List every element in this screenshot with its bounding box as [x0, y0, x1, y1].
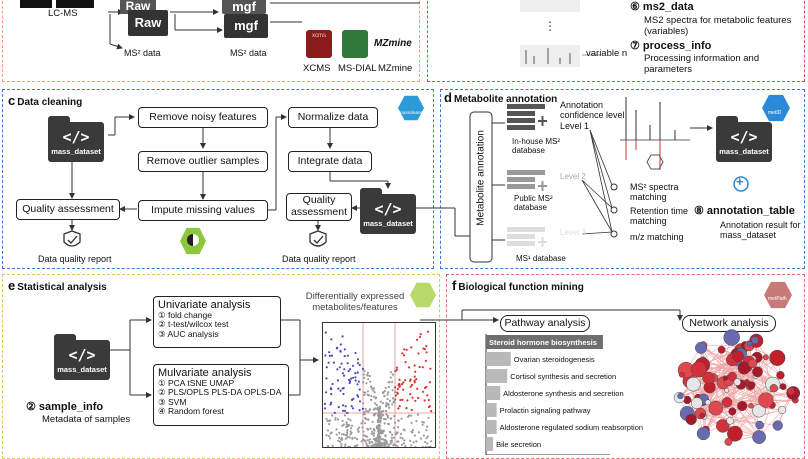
network-node: [686, 377, 700, 391]
network-node: [751, 337, 758, 344]
network-node: [725, 388, 729, 392]
network-node: [780, 384, 786, 390]
network-node: [725, 438, 732, 445]
network-node: [777, 371, 785, 379]
network-node: [773, 421, 783, 431]
network-node: [748, 382, 755, 389]
network-node: [737, 401, 747, 411]
network-node: [734, 379, 741, 386]
network-node: [763, 355, 768, 360]
network-node: [724, 330, 740, 346]
network-node: [778, 406, 786, 414]
network-node: [770, 350, 786, 366]
network-node: [747, 341, 752, 346]
network-node: [753, 431, 766, 444]
network-node: [678, 393, 684, 399]
network-node: [787, 387, 794, 394]
network-node: [686, 414, 697, 425]
network-node: [756, 421, 764, 429]
network-node: [691, 362, 707, 378]
network-node: [749, 403, 754, 408]
network-node: [758, 393, 773, 408]
network-node: [732, 351, 743, 362]
network-node: [752, 367, 762, 377]
network-node: [691, 398, 702, 409]
network-node: [727, 417, 734, 424]
network-node: [729, 408, 736, 415]
network-node: [695, 342, 706, 353]
network-node: [700, 413, 705, 418]
network-node: [718, 346, 725, 353]
network-node: [709, 401, 723, 415]
network-node: [722, 397, 732, 407]
network-node: [679, 372, 684, 377]
network-node: [723, 376, 728, 381]
network-node: [705, 400, 710, 405]
network-node: [748, 359, 757, 368]
network-node: [770, 384, 778, 392]
network-node: [697, 427, 710, 440]
